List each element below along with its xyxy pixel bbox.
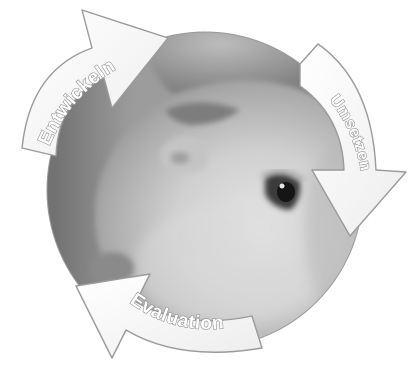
cycle-diagram: Entwickeln Umsetzen Evaluation	[0, 0, 414, 370]
